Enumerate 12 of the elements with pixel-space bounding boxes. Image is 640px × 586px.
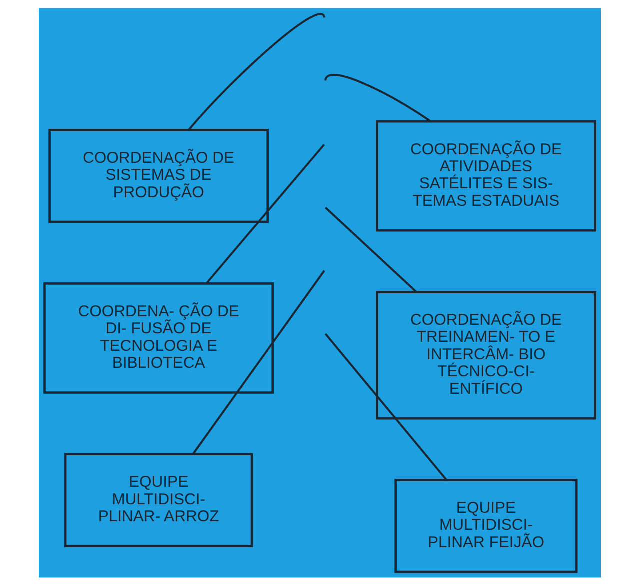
connector bbox=[192, 270, 326, 454]
node-box: EQUIPE MULTIDISCI- PLINAR FEIJÃO bbox=[394, 479, 578, 574]
connector bbox=[188, 13, 326, 131]
connector bbox=[206, 144, 326, 284]
node-box: COORDENAÇÃO DE TREINAMEN- TO E INTERCÂM- BIO TÉCNICO-CI- ENTÍFICO bbox=[376, 291, 596, 420]
node-box: COORDENA- ÇÃO DE DI- FUSÃO DE TECNOLOGIA E BIBLIOTECA bbox=[44, 282, 274, 394]
connector bbox=[324, 74, 432, 122]
connector bbox=[324, 333, 448, 481]
node-box: COORDENAÇÃO DE SISTEMAS DE PRODUÇÃO bbox=[48, 129, 269, 224]
connector bbox=[324, 207, 418, 293]
node-box: COORDENAÇÃO DE ATIVIDADES SATÉLITES E SIS- TEMAS ESTADUAIS bbox=[376, 120, 596, 232]
node-box: EQUIPE MULTIDISCI- PLINAR- ARROZ bbox=[64, 453, 254, 548]
